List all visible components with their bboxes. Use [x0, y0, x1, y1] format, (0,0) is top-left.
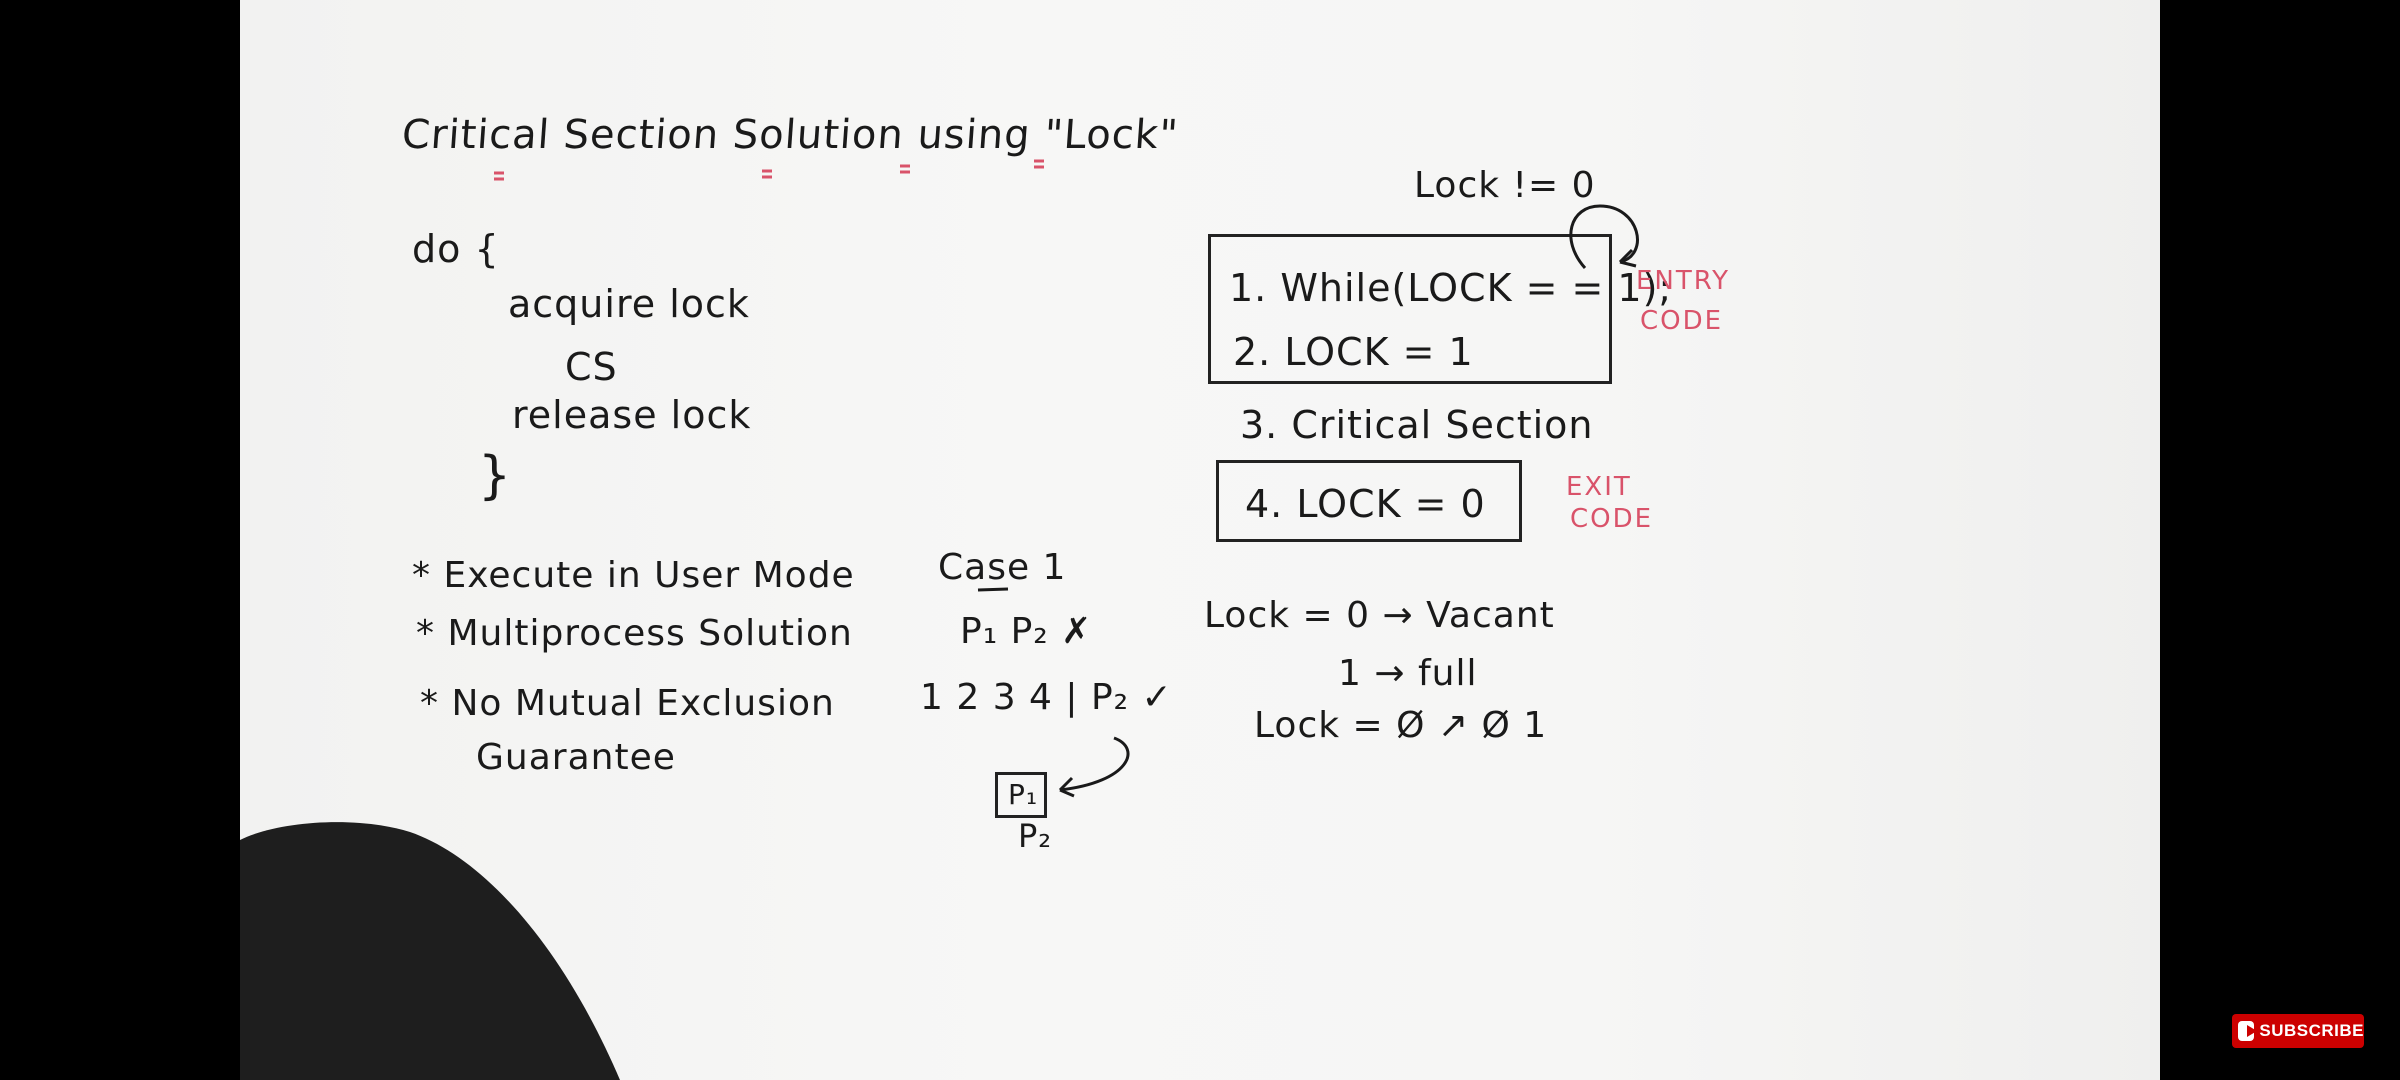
entry-line-set-lock: 2. LOCK = 1: [1233, 330, 1474, 374]
case-p1-box: P₁: [995, 772, 1047, 818]
bullet-no-mutual-exclusion: * No Mutual Exclusion: [420, 683, 835, 724]
bullet-guarantee: Guarantee: [476, 737, 676, 778]
whiteboard-video-frame[interactable]: Critical Section Solution using "Lock" d…: [240, 0, 2160, 1080]
pseudo-do: do {: [412, 227, 500, 271]
exit-code-box: 4. LOCK = 0: [1216, 460, 1522, 542]
title-emphasis-marks: [494, 159, 1044, 181]
lecture-title: Critical Section Solution using "Lock": [400, 112, 1180, 158]
presenter-head: [240, 822, 620, 1080]
pseudo-release-lock: release lock: [512, 393, 752, 437]
preempt-arrowhead: [1058, 776, 1075, 798]
left-letterbox: [0, 0, 240, 1080]
exit-line-reset-lock: 4. LOCK = 0: [1245, 482, 1486, 526]
case-p2-below: P₂: [1018, 817, 1053, 855]
case-steps: 1 2 3 4 | P₂ ✓: [920, 677, 1173, 718]
pseudo-acquire-lock: acquire lock: [508, 282, 750, 326]
case-heading: Case 1: [938, 547, 1067, 588]
lock-trace-line: Lock = Ø ↗ Ø 1: [1254, 705, 1548, 746]
lock-full-line: 1 → full: [1338, 653, 1478, 694]
critical-section-line: 3. Critical Section: [1240, 403, 1594, 447]
pseudo-cs: CS: [565, 345, 618, 389]
bullet-user-mode: * Execute in User Mode: [412, 555, 855, 596]
lock-not-zero: Lock != 0: [1414, 165, 1596, 206]
subscribe-label: SUBSCRIBE: [2259, 1021, 2364, 1040]
entry-label-2: CODE: [1640, 306, 1724, 336]
loop-arrowhead: [1618, 248, 1637, 268]
preempt-arrow: [1059, 736, 1130, 792]
entry-label-1: ENTRY: [1636, 266, 1731, 296]
pseudo-close-brace: }: [478, 446, 513, 506]
case-underline: [977, 587, 1009, 592]
entry-code-box: 1. While(LOCK = = 1); 2. LOCK = 1: [1208, 234, 1671, 384]
exit-label-2: CODE: [1570, 504, 1654, 534]
case-p1-box-label: P₁: [1008, 778, 1039, 811]
lock-vacant-line: Lock = 0 → Vacant: [1204, 595, 1555, 636]
entry-line-while: 1. While(LOCK = = 1);: [1229, 266, 1673, 310]
bullet-multiprocess: * Multiprocess Solution: [416, 613, 853, 654]
right-letterbox: [2160, 0, 2400, 1080]
exit-label-1: EXIT: [1566, 472, 1632, 502]
case-processes: P₁ P₂ ✗: [960, 611, 1093, 652]
subscribe-button[interactable]: SUBSCRIBE: [2232, 1014, 2364, 1048]
play-icon: [2238, 1021, 2258, 1041]
